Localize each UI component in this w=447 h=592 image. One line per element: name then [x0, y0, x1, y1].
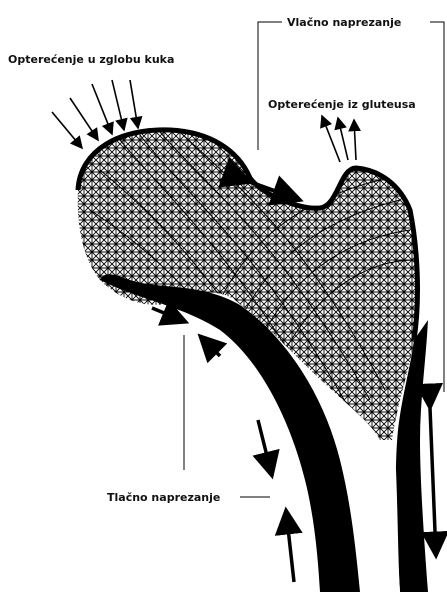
compressive-stress-label: Tlačno naprezanje: [107, 491, 220, 504]
tensile-arrow: [430, 408, 436, 556]
gluteus-load-label: Opterećenje iz gluteusa: [268, 98, 416, 111]
gluteus-load-arrows: [322, 116, 356, 162]
joint-load-label: Opterećenje u zglobu kuka: [8, 53, 174, 66]
tensile-stress-label: Vlačno naprezanje: [287, 16, 401, 29]
